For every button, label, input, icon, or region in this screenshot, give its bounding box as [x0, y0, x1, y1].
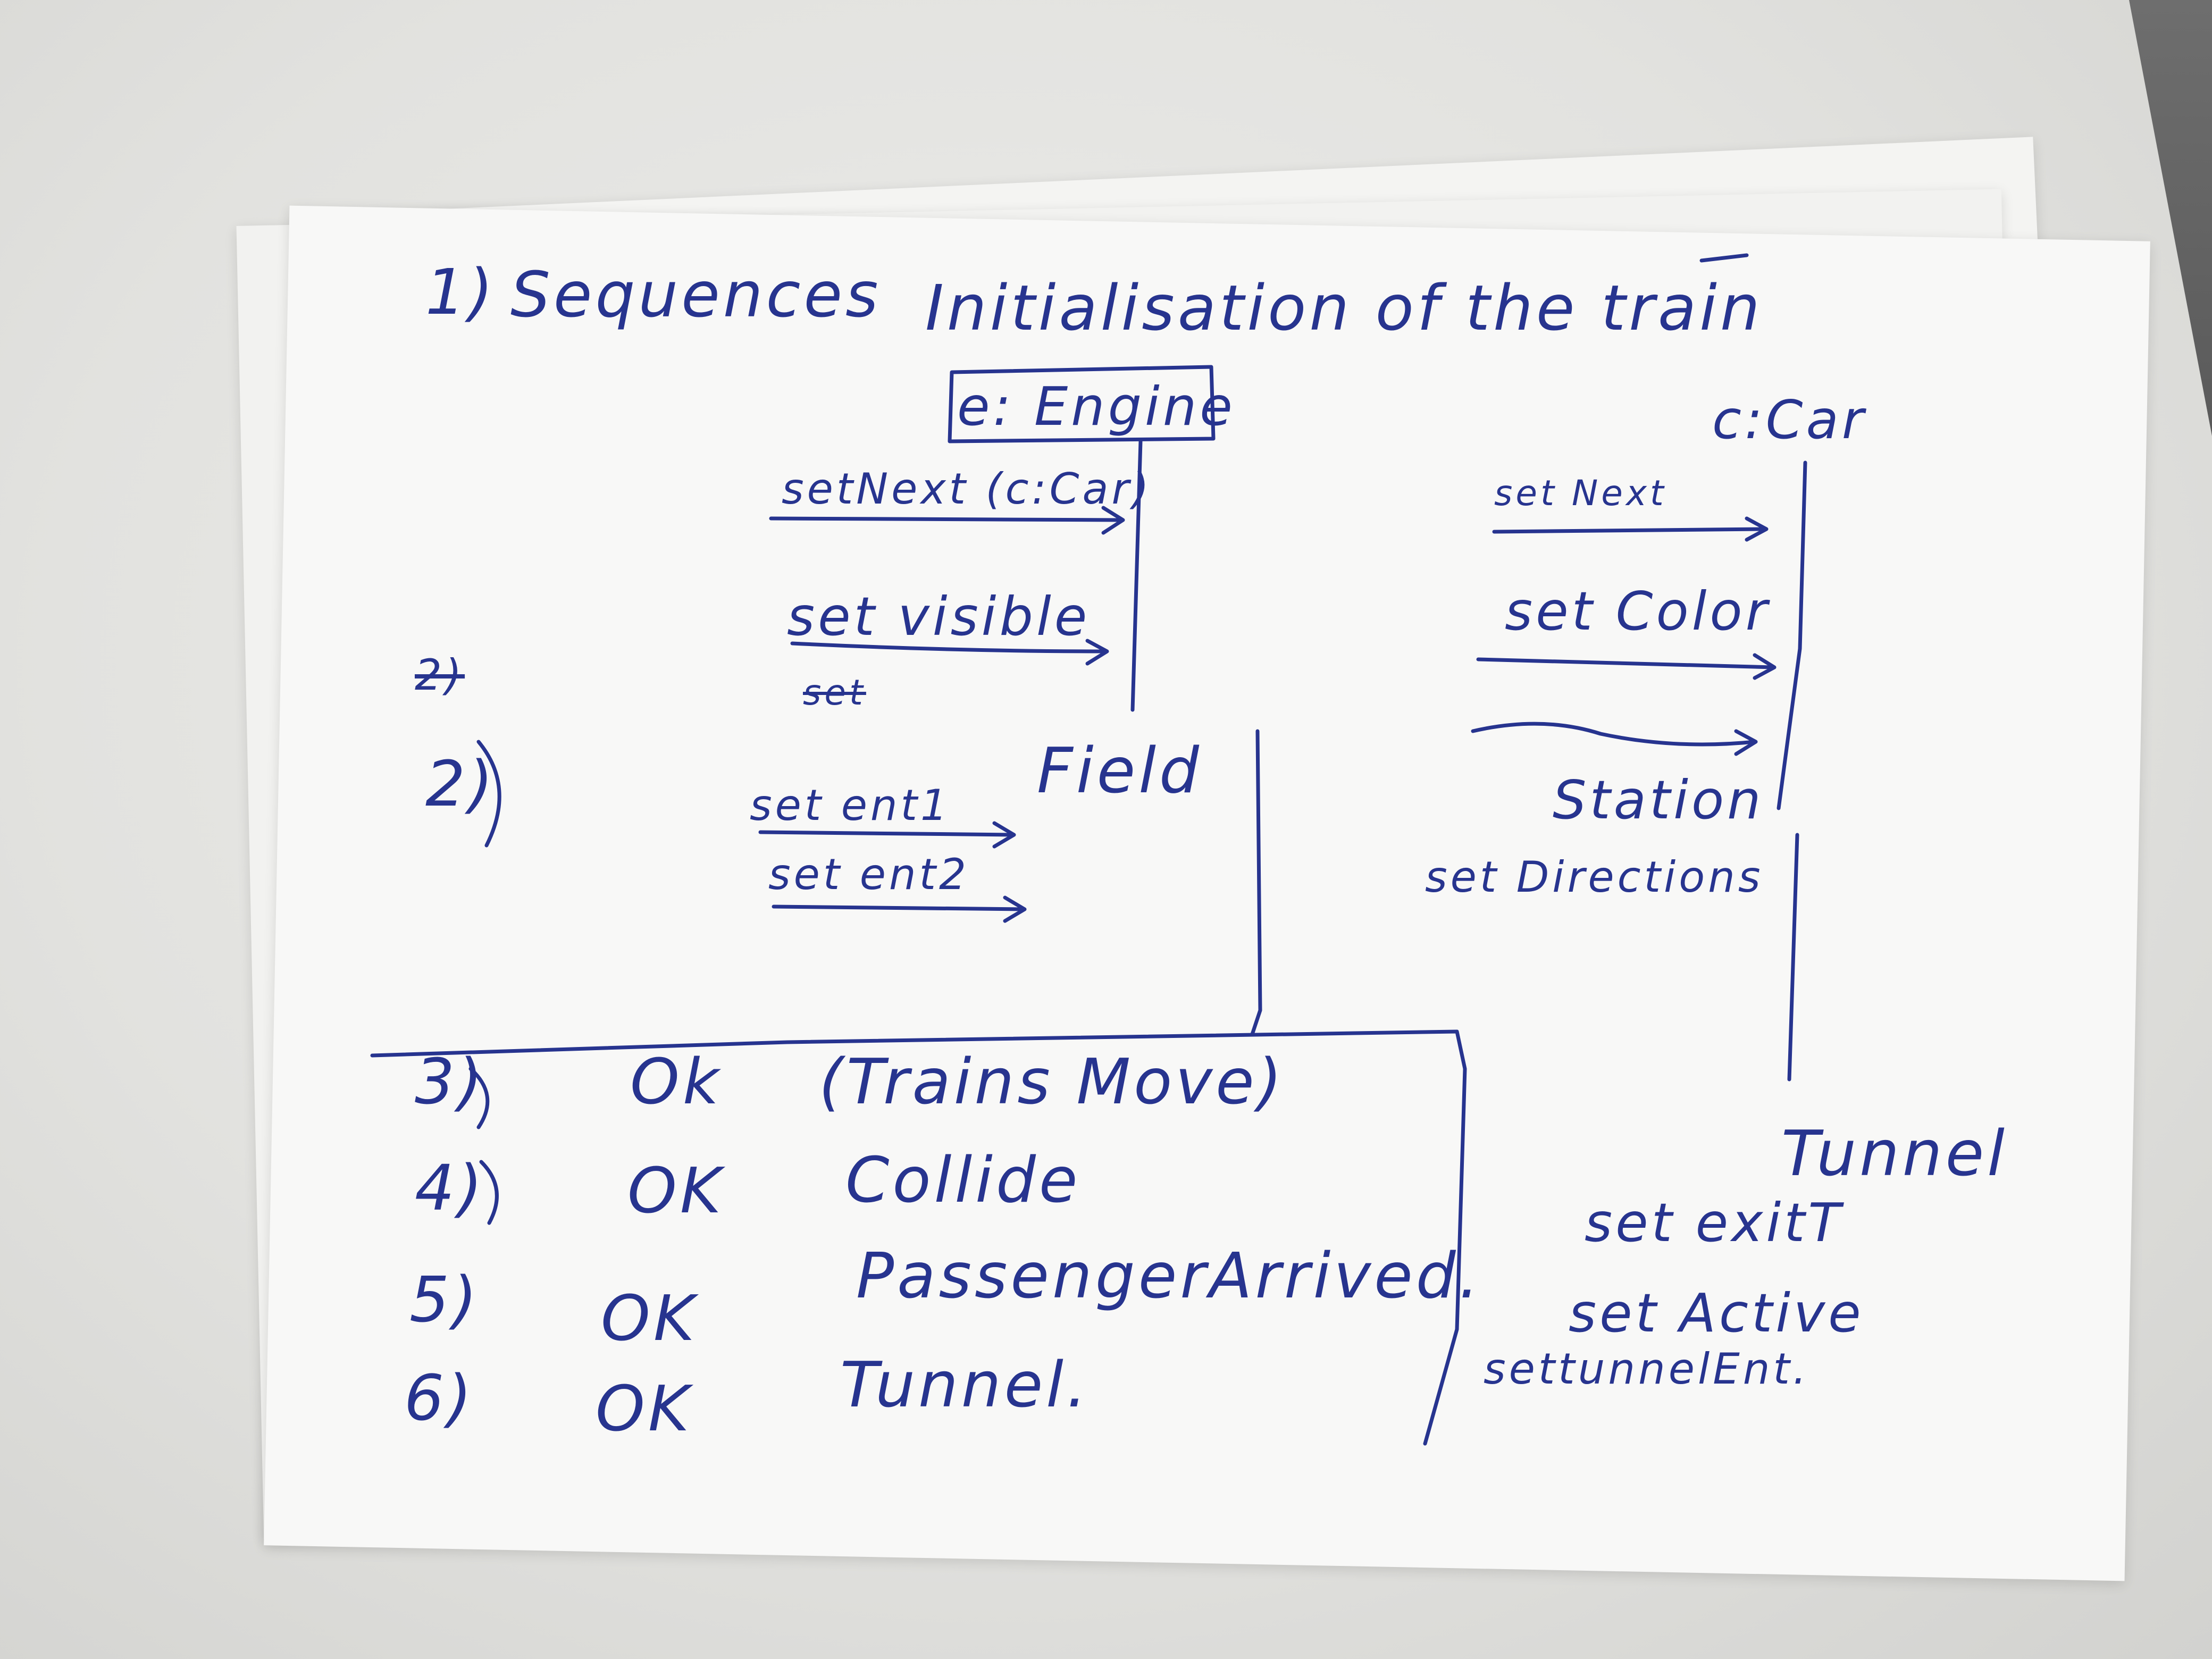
checklist-number-4: 4)	[415, 1151, 486, 1225]
checklist-text-4: Collide	[845, 1143, 1081, 1217]
car-label: c:Car	[1712, 389, 1867, 451]
tunnel-message-ent: settunnelEnt.	[1484, 1344, 1810, 1394]
car-message-setnext: set Next	[1494, 473, 1667, 514]
checklist-text-6: Tunnel.	[840, 1348, 1090, 1421]
tunnel-message-active: set Active	[1569, 1282, 1864, 1344]
checklist-status-4: OK	[627, 1154, 725, 1227]
heading-subtitle: Initialisation of the train	[925, 271, 1763, 345]
station-message-directions: set Directions	[1425, 852, 1764, 902]
field-message-ent2: set ent2	[768, 850, 969, 899]
engine-message-setnext: setNext (c:Car)	[782, 464, 1152, 514]
checklist-status-5: OK	[601, 1281, 698, 1355]
car-message-setcolor: set Color	[1505, 580, 1771, 642]
item-marker-2: 2)	[425, 747, 497, 820]
checklist-number-6: 6)	[404, 1361, 475, 1435]
field-message-ent1: set ent1	[750, 781, 951, 830]
field-label: Field	[1037, 734, 1202, 807]
engine-box-label: e: Engine	[957, 375, 1236, 438]
checklist-number-3: 3)	[415, 1045, 486, 1118]
checklist-status-3: Ok	[630, 1045, 723, 1118]
station-label: Station	[1553, 769, 1764, 831]
tunnel-label: Tunnel	[1781, 1117, 2008, 1190]
checklist-number-5: 5)	[409, 1263, 481, 1336]
tunnel-message-exit: set exitT	[1585, 1192, 1844, 1254]
checklist-text-5: PassengerArrived.	[856, 1239, 1482, 1312]
checklist-text-3: (Trains Move)	[819, 1045, 1285, 1118]
checklist-status-6: OK	[596, 1372, 693, 1445]
heading-title: Sequences	[510, 258, 882, 331]
engine-message-setvisible: set visible	[787, 585, 1091, 648]
engine-message-set-struck: set	[803, 672, 866, 713]
engine-lifeline	[1130, 439, 1143, 712]
heading-number: 1)	[425, 255, 497, 329]
engine-box-outline	[948, 365, 1216, 443]
item-marker-struck: 2)	[415, 650, 465, 700]
